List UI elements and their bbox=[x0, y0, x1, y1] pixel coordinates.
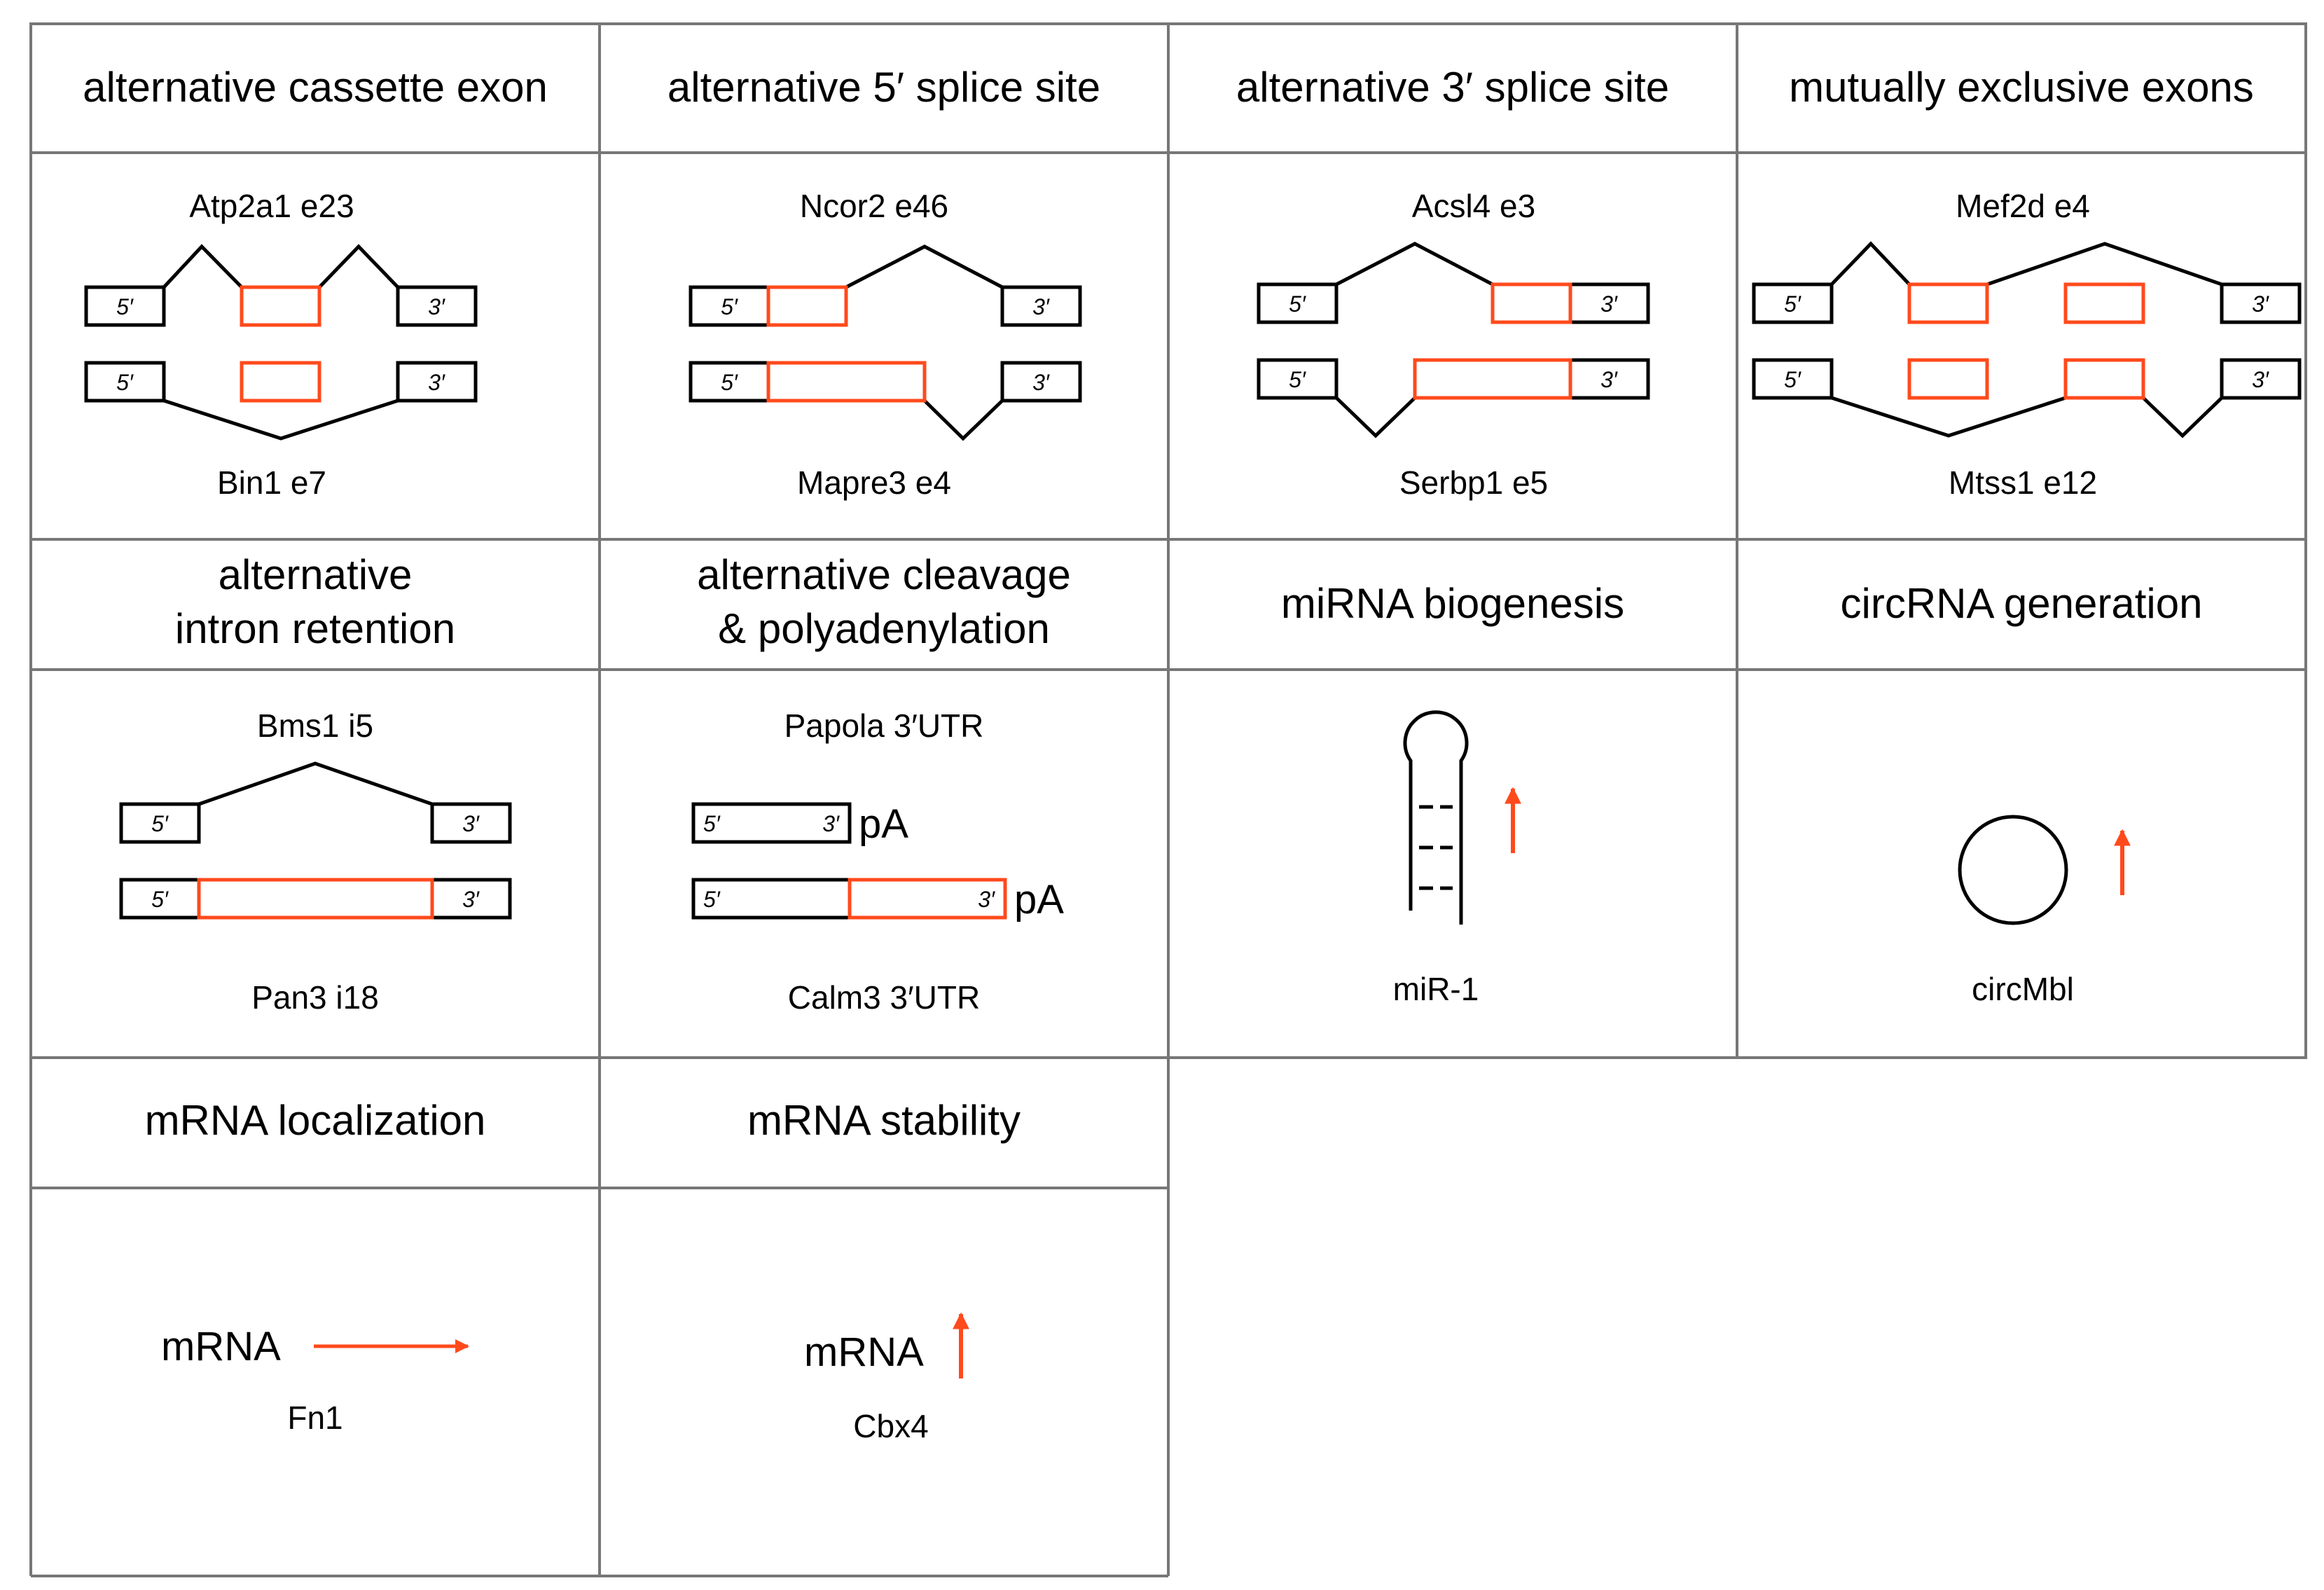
gene-label-bottom: Calm3 3′UTR bbox=[788, 979, 980, 1016]
three-prime-end: 3′ bbox=[462, 887, 480, 912]
header-five-prime: alternative 5′ splice site bbox=[668, 64, 1100, 111]
mrna-text: mRNA bbox=[161, 1324, 281, 1369]
header-mutex: mutually exclusive exons bbox=[1789, 64, 2254, 111]
panel-intron-retention: Bms1 i5 Pan3 i18 5′ 3′ 5′ 3′ bbox=[119, 707, 512, 1016]
five-prime-end: 5′ bbox=[703, 811, 721, 836]
hairpin-icon bbox=[1403, 710, 1469, 925]
three-prime-end: 3′ bbox=[1600, 367, 1618, 392]
mrna-text: mRNA bbox=[804, 1329, 924, 1375]
panel-cassette: Atp2a1 e23 Bin1 e7 5′ 3′ 5′ 3′ bbox=[84, 188, 478, 501]
header-localization: mRNA localization bbox=[145, 1097, 486, 1144]
panel-stability: mRNA Cbx4 bbox=[804, 1312, 969, 1444]
gene-label-bottom: Bin1 e7 bbox=[217, 464, 326, 501]
gene-label-bottom: Mapre3 e4 bbox=[797, 464, 951, 501]
three-prime-end: 3′ bbox=[1032, 294, 1050, 319]
gene-label: Cbx4 bbox=[853, 1408, 928, 1444]
panel-mirna: miR-1 bbox=[1393, 710, 1521, 1007]
gene-label-top: Ncor2 e46 bbox=[800, 188, 948, 224]
three-prime-end: 3′ bbox=[428, 294, 445, 319]
gene-label-bottom: Pan3 i18 bbox=[251, 979, 379, 1016]
panel-circrna: circMbl bbox=[1958, 815, 2131, 1007]
five-prime-end: 5′ bbox=[703, 887, 721, 912]
gene-label-bottom: Mtss1 e12 bbox=[1949, 464, 2097, 501]
panel-three-prime: Acsl4 e3 Serbp1 e5 5′ 3′ 5′ 3′ bbox=[1257, 188, 1650, 501]
circle-icon bbox=[1958, 815, 2068, 925]
panel-localization: mRNA Fn1 bbox=[161, 1324, 469, 1436]
gene-label-top: Mef2d e4 bbox=[1956, 188, 2090, 224]
header-polya-line2: & polyadenylation bbox=[718, 605, 1050, 652]
three-prime-end: 3′ bbox=[428, 370, 445, 395]
three-prime-end: 3′ bbox=[2252, 291, 2269, 317]
three-prime-end: 3′ bbox=[462, 811, 480, 836]
pa-site-label: pA bbox=[859, 801, 908, 847]
panel-five-prime: Ncor2 e46 Mapre3 e4 5′ 3′ 5′ 3′ bbox=[689, 188, 1082, 501]
five-prime-end: 5′ bbox=[721, 370, 738, 395]
header-stability: mRNA stability bbox=[747, 1097, 1021, 1144]
three-prime-end: 3′ bbox=[822, 811, 840, 836]
header-intron-line2: intron retention bbox=[175, 605, 455, 652]
five-prime-end: 5′ bbox=[116, 294, 134, 319]
gene-label: Fn1 bbox=[287, 1399, 343, 1436]
header-intron-line1: alternative bbox=[219, 551, 413, 598]
gene-label-top: Acsl4 e3 bbox=[1412, 188, 1535, 224]
header-circrna: circRNA generation bbox=[1841, 580, 2203, 627]
panel-headers: alternative cassette exon alternative 5′… bbox=[83, 64, 2254, 1144]
gene-label-bottom: Serbp1 e5 bbox=[1399, 464, 1548, 501]
panel-polyadenylation: Papola 3′UTR Calm3 3′UTR 5′ 3′ 5′ 3′ pA … bbox=[691, 707, 1064, 1016]
five-prime-end: 5′ bbox=[151, 887, 169, 912]
three-prime-end: 3′ bbox=[2252, 367, 2269, 392]
gene-label-top: Bms1 i5 bbox=[257, 707, 373, 744]
gene-label-top: Papola 3′UTR bbox=[784, 707, 984, 744]
header-polya-line1: alternative cleavage bbox=[697, 551, 1071, 598]
five-prime-end: 5′ bbox=[116, 370, 134, 395]
three-prime-end: 3′ bbox=[978, 887, 995, 912]
circrna-label: circMbl bbox=[1972, 971, 2074, 1007]
mirna-label: miR-1 bbox=[1393, 971, 1479, 1007]
header-cassette: alternative cassette exon bbox=[83, 64, 548, 111]
five-prime-end: 5′ bbox=[1784, 291, 1801, 317]
three-prime-end: 3′ bbox=[1600, 291, 1618, 317]
three-prime-end: 3′ bbox=[1032, 370, 1050, 395]
header-three-prime: alternative 3′ splice site bbox=[1236, 64, 1669, 111]
five-prime-end: 5′ bbox=[1289, 291, 1306, 317]
header-mirna: miRNA biogenesis bbox=[1281, 580, 1624, 627]
five-prime-end: 5′ bbox=[1784, 367, 1801, 392]
panel-mutex: Mef2d e4 Mtss1 e12 5′ 3′ 5′ 3′ bbox=[1752, 188, 2302, 501]
five-prime-end: 5′ bbox=[1289, 367, 1306, 392]
pa-site-label: pA bbox=[1014, 877, 1064, 922]
table-grid bbox=[29, 22, 2307, 1577]
gene-label-top: Atp2a1 e23 bbox=[189, 188, 354, 224]
five-prime-end: 5′ bbox=[151, 811, 169, 836]
five-prime-end: 5′ bbox=[721, 294, 738, 319]
